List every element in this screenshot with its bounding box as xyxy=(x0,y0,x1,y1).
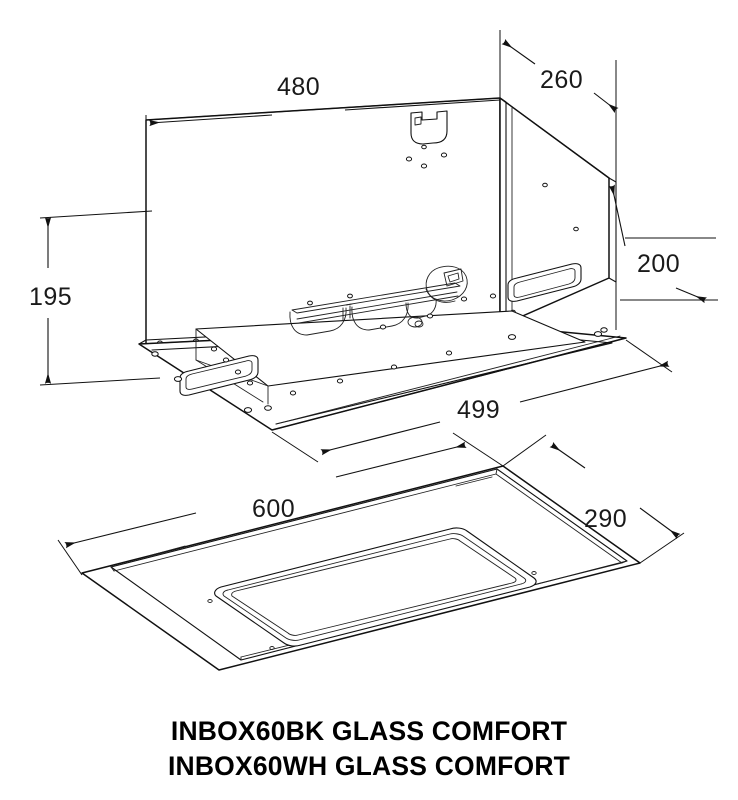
central-filter-mechanism xyxy=(289,265,468,336)
dimension-label-499: 499 xyxy=(457,396,500,424)
dimension-label-290: 290 xyxy=(584,505,627,533)
hood-body-isometric-view xyxy=(138,97,627,431)
right-grille-slot xyxy=(507,263,582,302)
dimension-480: 480 xyxy=(145,30,501,215)
title-block: INBOX60BK GLASS COMFORT INBOX60WH GLASS … xyxy=(168,716,570,781)
dimension-200: 200 xyxy=(608,182,718,330)
glass-panel-isometric-view xyxy=(81,465,641,671)
lower-view-dimensions: 600 290 xyxy=(57,432,685,576)
glass-edge-details xyxy=(147,476,537,650)
dimension-260: 260 xyxy=(499,30,619,182)
title-line-1: INBOX60BK GLASS COMFORT xyxy=(171,716,567,746)
dimension-label-600: 600 xyxy=(252,495,295,523)
title-line-2: INBOX60WH GLASS COMFORT xyxy=(168,751,570,781)
inner-opening xyxy=(214,527,537,647)
dimension-195: 195 xyxy=(29,210,161,386)
base-plate-mounting-holes xyxy=(151,293,608,413)
dimension-499: 499 xyxy=(271,339,673,463)
upper-view-dimensions: 480 260 195 xyxy=(29,30,718,463)
dimension-600: 600 xyxy=(57,432,504,576)
dimension-label-200: 200 xyxy=(637,250,680,278)
dimension-label-195: 195 xyxy=(29,283,72,311)
dimension-290: 290 xyxy=(502,434,685,564)
junction-box-notch xyxy=(410,110,448,145)
dimension-label-480: 480 xyxy=(277,73,320,101)
left-grille-slot xyxy=(179,355,259,396)
dimension-label-260: 260 xyxy=(540,66,583,94)
base-plate-front-lip xyxy=(271,335,627,431)
